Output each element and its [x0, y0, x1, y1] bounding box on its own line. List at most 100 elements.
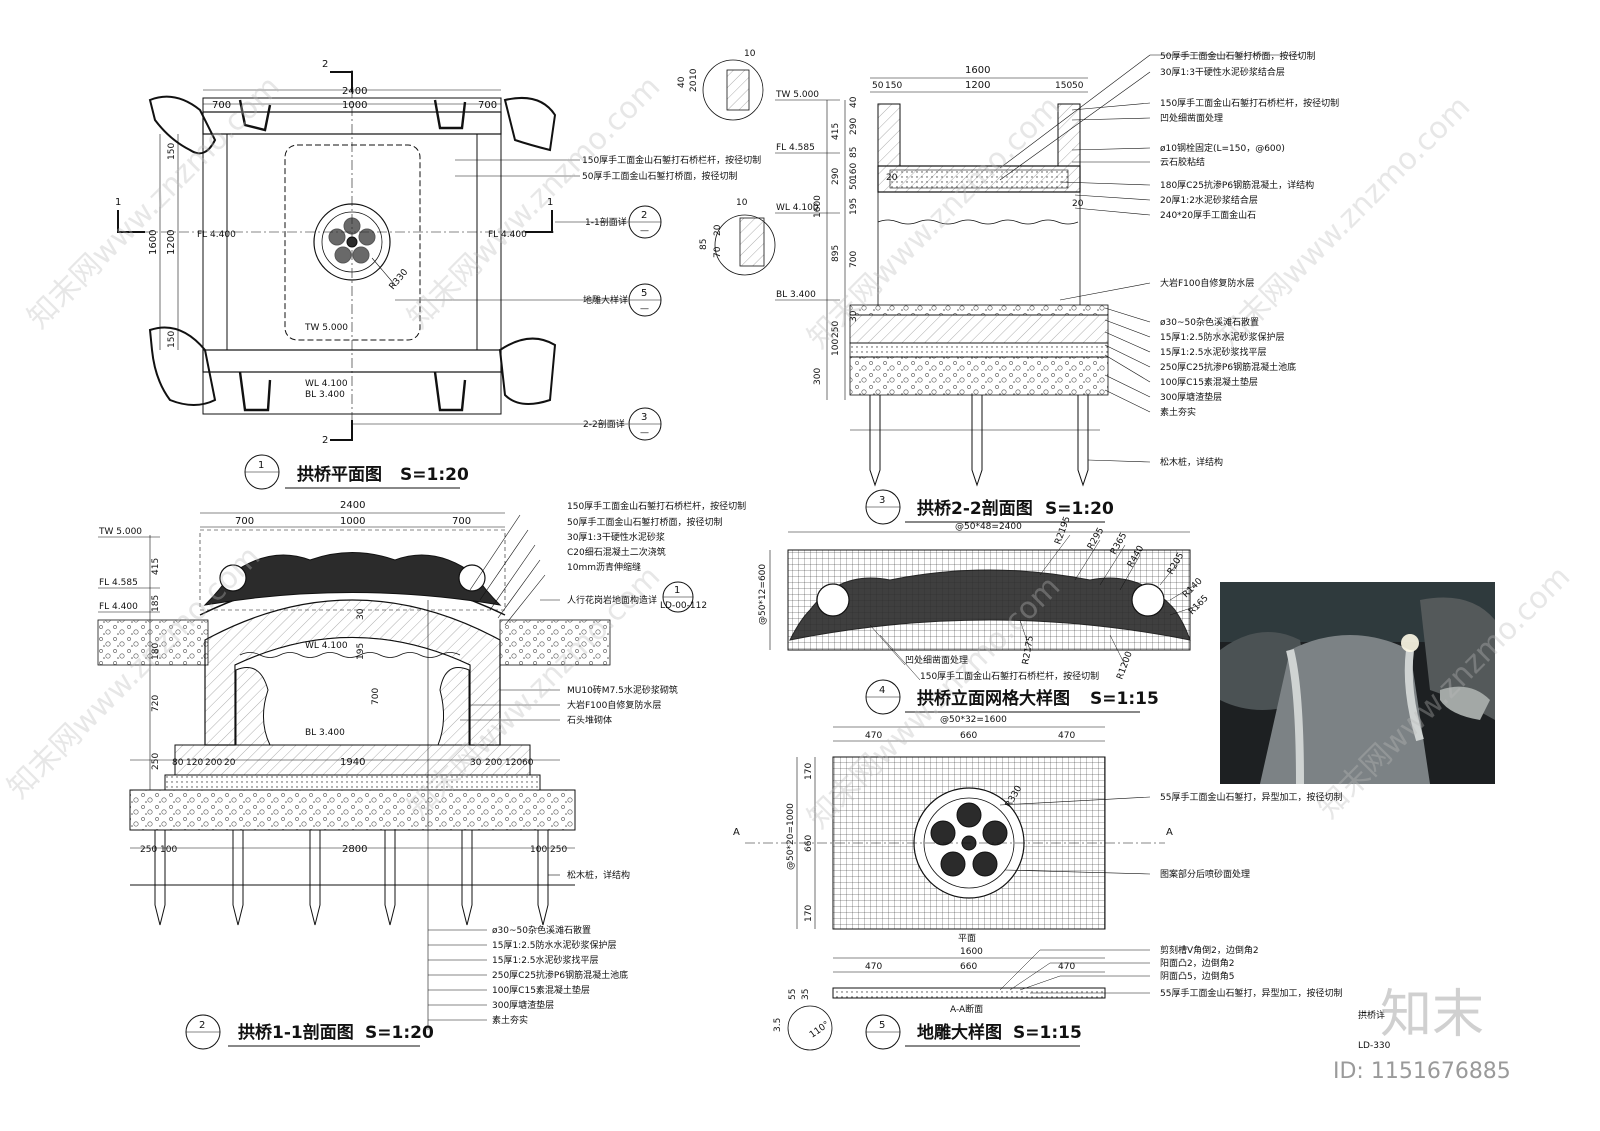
s11-callout-mortar: 30厚1:3干硬性水泥砂浆 — [567, 531, 665, 543]
plan-ref-circle-5[interactable] — [628, 283, 662, 317]
carving-callout-stone: 55厚手工面金山石錾打，异型加工，按径切制 — [1160, 791, 1342, 803]
plan-medallion-petals — [328, 217, 376, 264]
s11-title: 拱桥1-1剖面图 — [238, 1022, 354, 1043]
elev-roundel-left — [816, 583, 850, 617]
plan-title-number: 1 — [258, 460, 264, 471]
s22-dim-150-left: 150 — [885, 81, 902, 91]
elev-roundel-right — [1131, 583, 1165, 617]
plan-dim-700-right: 700 — [478, 100, 497, 111]
carving-medallion-ring — [923, 797, 1015, 889]
s22-detail-dim-85: 85 — [699, 239, 709, 250]
s22-detail-dim-10-top: 10 — [744, 49, 756, 59]
sheet-title-fragment: 拱桥详 — [1358, 1009, 1385, 1021]
carving-detail-dim-35: 3.5 — [773, 1018, 783, 1032]
s11-parapet-roundel-right — [458, 564, 486, 592]
s22-dim-85: 85 — [849, 147, 859, 158]
s22-callout-railing: 150厚手工面金山石錾打石桥栏杆，按径切制 — [1160, 97, 1339, 109]
s11-ground-right — [499, 619, 611, 666]
s22-dim-40: 40 — [849, 96, 859, 108]
s11-dim-20: 20 — [224, 758, 236, 768]
carving-mark-a-right: A — [1166, 827, 1173, 838]
s11-callout-paving[interactable]: 人行花岗岩地面构造详 — [567, 594, 657, 606]
s22-callout-anchor: ø10钢栓固定(L=150，@600) — [1160, 142, 1285, 154]
s11-title-scale: S=1:20 — [365, 1023, 434, 1043]
s11-callout-brick: MU10砖M7.5水泥砂浆砌筑 — [567, 684, 678, 696]
s22-detail-dim-10-a: 10 — [689, 68, 699, 80]
s22-dim-415: 415 — [831, 123, 841, 140]
carving-dim-660: 660 — [960, 731, 977, 741]
s11-dim-180: 180 — [151, 643, 161, 660]
plan-callout-carving[interactable]: 地雕大样详 — [583, 294, 628, 306]
plan-dim-r330: R330 — [388, 267, 411, 292]
s22-level-fl: FL 4.585 — [776, 143, 815, 153]
s22-callout-protect: 15厚1:2.5防水水泥砂浆保护层 — [1160, 331, 1285, 343]
s22-detail-dim-20-b: 20 — [713, 224, 723, 236]
plan-level-tw: TW 5.000 — [304, 323, 348, 333]
carving-aa-dim-35: 35 — [801, 989, 811, 1000]
s11-dim-2800: 2800 — [342, 844, 367, 855]
photo-bridge-rail-right — [1404, 649, 1424, 742]
plan-ref-circle-2[interactable] — [628, 205, 662, 239]
s22-dim-1600-v: 1600 — [813, 195, 823, 218]
s22-callout-mortar: 30厚1:3干硬性水泥砂浆结合层 — [1160, 66, 1285, 78]
plan-ref-num-2: 2 — [641, 210, 647, 221]
plan-mark-1-right: 1 — [547, 197, 553, 208]
s11-dim-1940: 1940 — [340, 757, 365, 768]
s22-callout-piles: 松木桩，详结构 — [1160, 456, 1223, 468]
carving-title: 地雕大样图 — [917, 1022, 1002, 1043]
s11-ref-circle-1[interactable] — [662, 581, 694, 613]
carving-dim-width: @50*32=1600 — [940, 715, 1007, 725]
s11-dim-700: 700 — [371, 688, 381, 705]
s22-title-circle — [865, 489, 901, 525]
plan-outline — [202, 97, 502, 415]
section22-view — [702, 54, 1300, 525]
plan-ref-circle-3[interactable] — [628, 407, 662, 441]
plan-level-bl: BL 3.400 — [305, 390, 345, 400]
s11-foundation-c15 — [164, 774, 541, 791]
carving-aa-dim-1600: 1600 — [960, 947, 983, 957]
plan-mark-1-left: 1 — [115, 197, 121, 208]
s22-detail-edge-stone — [739, 217, 765, 267]
s22-dim-20-deck: 20 — [886, 173, 898, 183]
s11-dim-250-left: 250 — [140, 845, 157, 855]
plan-callout-section22[interactable]: 2-2剖面详 — [583, 418, 625, 430]
s11-arch-opening — [234, 637, 471, 746]
s11-level-wl: WL 4.100 — [305, 641, 348, 651]
plan-title-circle — [244, 454, 280, 490]
s11-callout-level: 15厚1:2.5水泥砂浆找平层 — [492, 954, 599, 966]
s22-callout-mortar-20: 20厚1:2水泥砂浆结合层 — [1160, 194, 1258, 206]
s11-callout-c15: 100厚C15素混凝土垫层 — [492, 984, 590, 996]
s22-concrete-base — [849, 314, 1109, 344]
s22-level-markers — [775, 99, 840, 301]
s11-dim-700-left: 700 — [235, 516, 254, 527]
s11-title-number: 2 — [199, 1020, 205, 1031]
carving-callout-recessed: 阴面凸5，边倒角5 — [1160, 970, 1234, 982]
carving-sublabel-aa: A-A断面 — [950, 1003, 983, 1015]
carving-dim-170-bottom: 170 — [804, 905, 814, 922]
plan-ref-num-3: 3 — [641, 412, 647, 423]
s22-dim-150-right: 150 — [1055, 81, 1072, 91]
carving-dim-470-left: 470 — [865, 731, 882, 741]
carving-aa-dim-470-right: 470 — [1058, 962, 1075, 972]
plan-dim-1600: 1600 — [148, 230, 159, 255]
s22-level-wl: WL 4.100 — [776, 203, 819, 213]
plan-section-mark-1-left — [117, 210, 145, 233]
plan-callout-section11[interactable]: 1-1剖面详 — [585, 216, 627, 228]
plan-dim-1000: 1000 — [342, 100, 367, 111]
s22-water-line — [877, 219, 1079, 225]
s11-level-tw: TW 5.000 — [98, 527, 142, 537]
plan-rock-tl — [148, 95, 217, 155]
s11-dim-415: 415 — [151, 558, 161, 575]
plan-railing-top — [202, 111, 502, 135]
plan-ref-sheet-3: — — [640, 428, 649, 438]
s11-dim-185: 185 — [151, 595, 161, 612]
plan-rock-bl — [148, 326, 217, 406]
image-id: ID: 1151676885 — [1333, 1059, 1511, 1084]
s11-ref-num: 1 — [674, 585, 680, 596]
s11-dim-120-left: 120 — [186, 758, 203, 768]
s11-leaders — [428, 514, 560, 1021]
s11-piles — [130, 830, 575, 926]
s22-title-number: 3 — [879, 495, 885, 506]
s11-level-markers — [98, 536, 160, 613]
elev-dim-r2195: R2195 — [1053, 515, 1072, 546]
